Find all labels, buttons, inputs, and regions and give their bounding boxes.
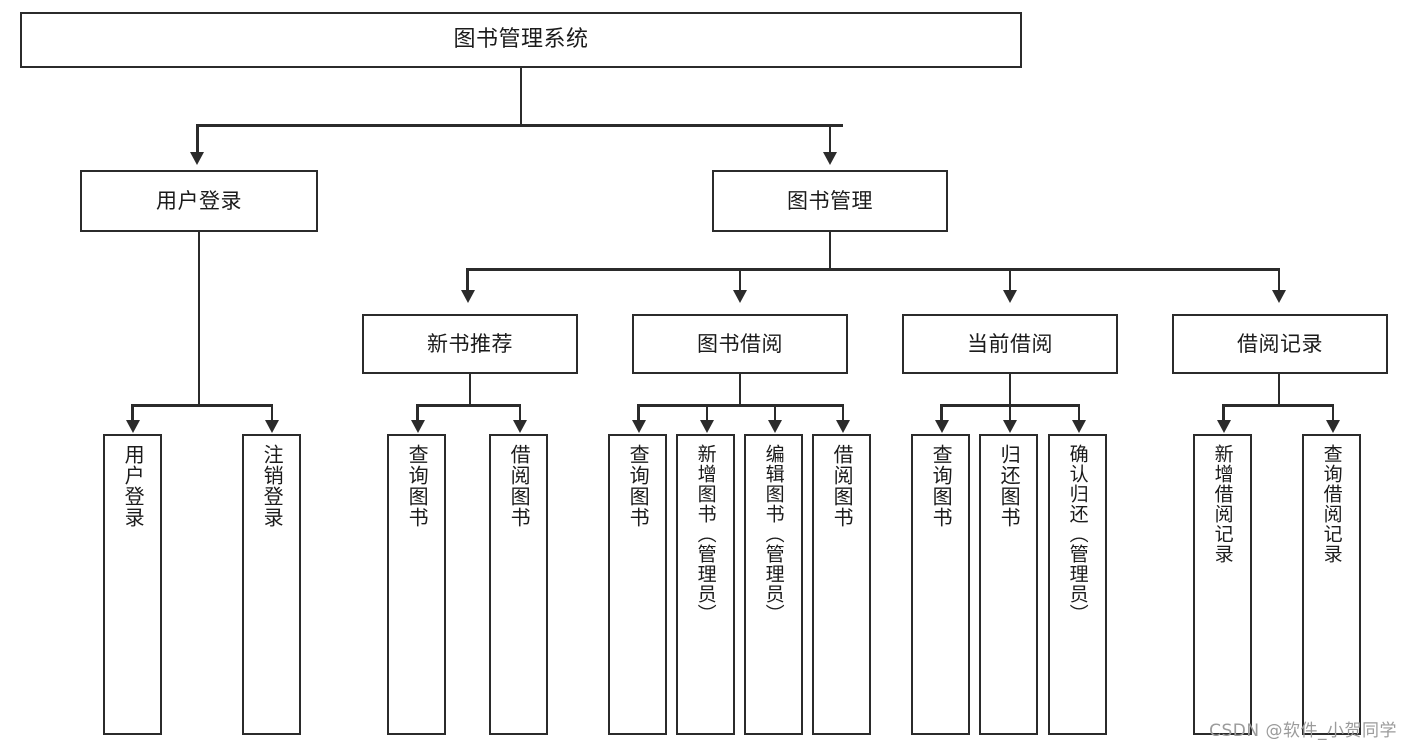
arrowhead-leaf-query-book-1 <box>410 420 425 433</box>
node-leaf-user-login-label: 用户登录 <box>121 444 146 528</box>
node-leaf-logout-label: 注销登录 <box>260 444 285 528</box>
connector-bus-level3 <box>466 268 1280 271</box>
node-leaf-confirm-return[interactable]: 确认归还（管理员） <box>1048 434 1107 735</box>
node-user-login[interactable]: 用户登录 <box>80 170 318 232</box>
node-leaf-user-login[interactable]: 用户登录 <box>103 434 162 735</box>
node-leaf-query-record[interactable]: 查询借阅记录 <box>1302 434 1361 735</box>
arrowhead-leaf-add-record <box>1216 420 1231 433</box>
node-leaf-query-book-3-label: 查询图书 <box>929 444 954 528</box>
node-book-borrow[interactable]: 图书借阅 <box>632 314 848 374</box>
connector-drop-current-borrow <box>1008 268 1011 292</box>
arrowhead-leaf-edit-book <box>768 420 782 433</box>
connector-drop-book-manage <box>828 124 831 154</box>
arrowhead-leaf-return-book <box>1003 420 1017 433</box>
arrowhead-leaf-query-book-2 <box>631 420 646 433</box>
node-root-label: 图书管理系统 <box>453 27 589 53</box>
connector-drop-leaf-logout <box>270 404 273 422</box>
node-leaf-logout[interactable]: 注销登录 <box>242 434 301 735</box>
arrowhead-book-borrow <box>733 290 747 303</box>
connector-bus-book-borrow-leaves <box>637 404 843 407</box>
node-leaf-query-book-1[interactable]: 查询图书 <box>387 434 446 735</box>
node-borrow-record-label: 借阅记录 <box>1237 331 1323 356</box>
node-leaf-query-record-label: 查询借阅记录 <box>1320 444 1343 564</box>
node-new-book-rec-label: 新书推荐 <box>427 331 513 356</box>
node-leaf-borrow-book-1[interactable]: 借阅图书 <box>489 434 548 735</box>
node-leaf-edit-book[interactable]: 编辑图书（管理员） <box>744 434 803 735</box>
connector-bus-level2 <box>196 124 843 127</box>
connector-drop-user-login <box>196 124 199 154</box>
arrowhead-leaf-borrow-book-2 <box>836 420 850 433</box>
arrowhead-leaf-confirm-return <box>1072 420 1086 433</box>
node-leaf-query-book-1-label: 查询图书 <box>405 444 430 528</box>
node-book-manage-label: 图书管理 <box>787 188 873 213</box>
connector-book-borrow-stem <box>738 374 741 406</box>
node-leaf-add-book-label: 新增图书（管理员） <box>694 444 717 624</box>
connector-drop-leaf-query-book-1 <box>416 404 419 422</box>
node-book-borrow-label: 图书借阅 <box>697 331 783 356</box>
node-root[interactable]: 图书管理系统 <box>20 12 1022 68</box>
node-current-borrow[interactable]: 当前借阅 <box>902 314 1118 374</box>
arrowhead-leaf-user-login <box>125 420 140 433</box>
connector-current-borrow-stem <box>1008 374 1011 406</box>
node-leaf-query-book-2-label: 查询图书 <box>626 444 651 528</box>
arrowhead-borrow-record <box>1272 290 1286 303</box>
node-leaf-borrow-book-1-label: 借阅图书 <box>507 444 532 528</box>
node-new-book-rec[interactable]: 新书推荐 <box>362 314 578 374</box>
arrowhead-leaf-borrow-book-1 <box>513 420 527 433</box>
node-leaf-add-record-label: 新增借阅记录 <box>1211 444 1234 564</box>
node-leaf-return-book-label: 归还图书 <box>997 444 1022 528</box>
arrowhead-leaf-add-book <box>700 420 714 433</box>
node-leaf-add-book[interactable]: 新增图书（管理员） <box>676 434 735 735</box>
connector-drop-book-borrow <box>738 268 741 292</box>
connector-drop-leaf-borrow-book-1 <box>518 404 521 422</box>
node-current-borrow-label: 当前借阅 <box>967 331 1053 356</box>
connector-drop-leaf-return-book <box>1008 404 1011 422</box>
connector-borrow-record-stem <box>1277 374 1280 406</box>
connector-drop-leaf-edit-book <box>773 404 776 422</box>
node-leaf-borrow-book-2[interactable]: 借阅图书 <box>812 434 871 735</box>
connector-bus-new-book-rec-leaves <box>416 404 521 407</box>
arrowhead-user-login <box>190 152 204 165</box>
arrowhead-leaf-logout <box>265 420 279 433</box>
node-leaf-query-book-2[interactable]: 查询图书 <box>608 434 667 735</box>
connector-drop-leaf-user-login <box>131 404 134 422</box>
node-leaf-add-record[interactable]: 新增借阅记录 <box>1193 434 1252 735</box>
arrowhead-leaf-query-record <box>1326 420 1340 433</box>
connector-drop-leaf-query-book-3 <box>940 404 943 422</box>
node-leaf-edit-book-label: 编辑图书（管理员） <box>762 444 785 624</box>
connector-drop-leaf-confirm-return <box>1077 404 1080 422</box>
connector-user-login-stem <box>197 232 200 406</box>
connector-drop-leaf-add-record <box>1222 404 1225 422</box>
arrowhead-book-manage <box>822 152 837 165</box>
connector-drop-new-book-rec <box>466 268 469 292</box>
connector-drop-leaf-add-book <box>705 404 708 422</box>
node-leaf-confirm-return-label: 确认归还（管理员） <box>1066 444 1089 624</box>
node-leaf-return-book[interactable]: 归还图书 <box>979 434 1038 735</box>
connector-new-book-rec-stem <box>468 374 471 406</box>
connector-bus-user-login-leaves <box>131 404 272 407</box>
node-user-login-label: 用户登录 <box>156 188 242 213</box>
node-leaf-query-book-3[interactable]: 查询图书 <box>911 434 970 735</box>
node-leaf-borrow-book-2-label: 借阅图书 <box>830 444 855 528</box>
connector-bus-borrow-record-leaves <box>1222 404 1334 407</box>
node-book-manage[interactable]: 图书管理 <box>712 170 948 232</box>
arrowhead-current-borrow <box>1003 290 1017 303</box>
connector-drop-leaf-query-record <box>1331 404 1334 422</box>
connector-drop-leaf-borrow-book-2 <box>841 404 844 422</box>
arrowhead-leaf-query-book-3 <box>934 420 949 433</box>
connector-drop-leaf-query-book-2 <box>637 404 640 422</box>
connector-root-stem <box>519 68 522 126</box>
arrowhead-new-book-rec <box>460 290 475 303</box>
connector-drop-borrow-record <box>1277 268 1280 292</box>
node-borrow-record[interactable]: 借阅记录 <box>1172 314 1388 374</box>
connector-book-manage-stem <box>828 232 831 270</box>
